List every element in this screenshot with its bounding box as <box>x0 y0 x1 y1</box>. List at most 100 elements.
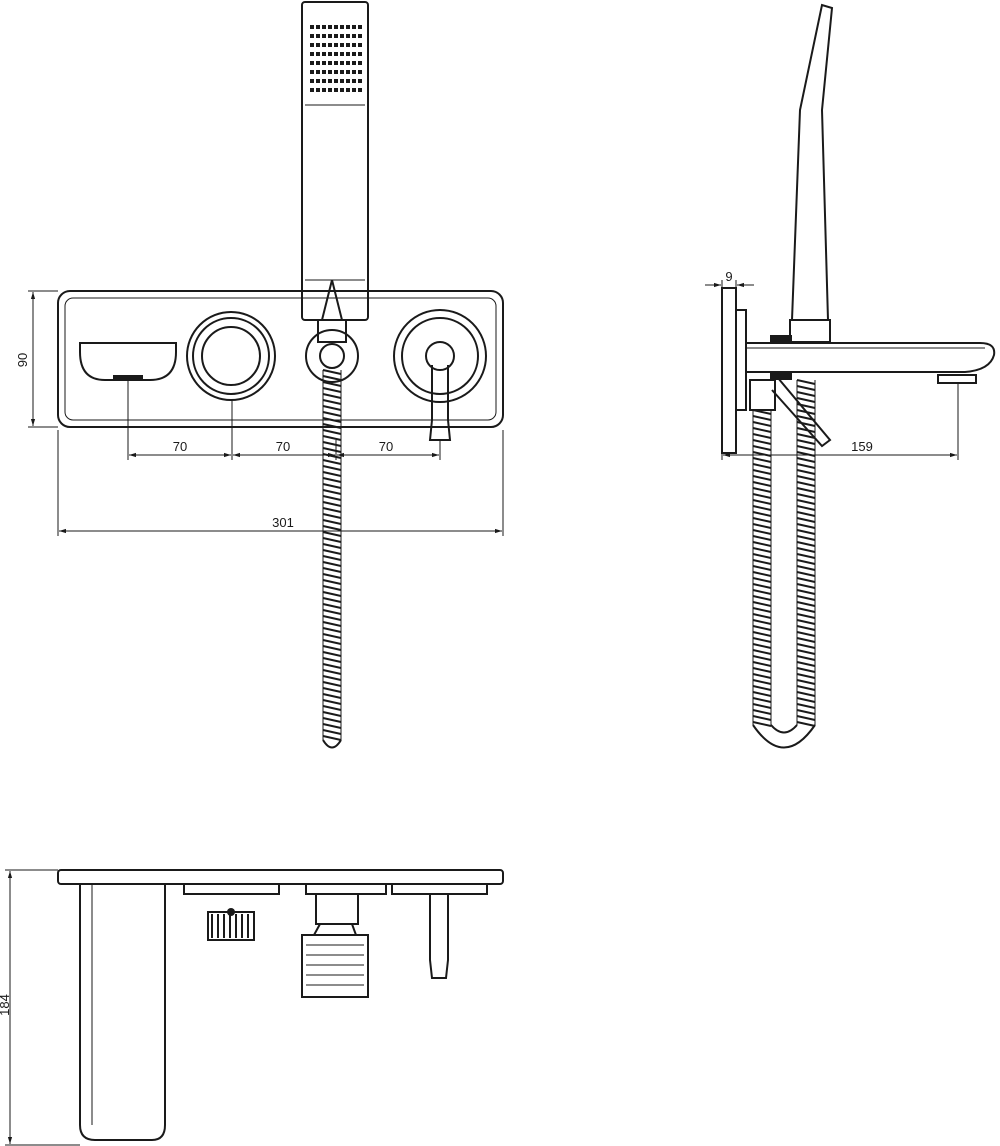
dimension-top-depth: 184 <box>0 869 80 1146</box>
nozzle <box>334 25 338 29</box>
nozzle <box>340 34 344 38</box>
nozzle <box>328 43 332 47</box>
nozzle <box>310 61 314 65</box>
nozzle <box>340 52 344 56</box>
nozzle <box>310 79 314 83</box>
nozzle <box>322 34 326 38</box>
nozzle <box>328 61 332 65</box>
nozzle <box>316 34 320 38</box>
nozzle <box>340 70 344 74</box>
side-wall-plate <box>721 287 737 454</box>
nozzle <box>352 34 356 38</box>
nozzle <box>316 43 320 47</box>
nozzle <box>358 43 362 47</box>
top-hand-shower-head <box>301 934 369 998</box>
nozzle <box>346 34 350 38</box>
nozzle <box>346 25 350 29</box>
shower-hose <box>322 369 342 749</box>
nozzle <box>316 25 320 29</box>
nozzle <box>358 52 362 56</box>
side-view: 9 159 <box>705 3 996 749</box>
nozzle <box>328 34 332 38</box>
spout-outlet <box>79 342 177 381</box>
hand-shower <box>301 1 369 383</box>
nozzle <box>346 70 350 74</box>
nozzle <box>310 52 314 56</box>
nozzle <box>334 61 338 65</box>
nozzle <box>322 61 326 65</box>
dimension-label-70-c: 70 <box>379 439 393 454</box>
side-shower-hose <box>752 379 816 749</box>
nozzle <box>352 25 356 29</box>
nozzle <box>316 70 320 74</box>
nozzle <box>340 43 344 47</box>
nozzle <box>346 61 350 65</box>
nozzle <box>322 52 326 56</box>
nozzle <box>352 70 356 74</box>
nozzle <box>340 88 344 92</box>
side-aerator <box>937 374 977 384</box>
nozzle <box>352 52 356 56</box>
nozzle <box>316 52 320 56</box>
nozzle <box>352 79 356 83</box>
nozzle <box>358 25 362 29</box>
dimension-height: 90 <box>15 290 58 428</box>
nozzle <box>334 79 338 83</box>
top-hand-shower-ribs <box>306 944 364 986</box>
wall-plate <box>57 290 504 428</box>
hose-loop <box>752 724 816 749</box>
nozzle <box>322 79 326 83</box>
nozzle <box>316 79 320 83</box>
nozzle <box>316 88 320 92</box>
side-hand-shower <box>790 3 834 321</box>
top-holder-rosette <box>305 883 387 895</box>
front-view: 90 70 70 70 301 <box>15 1 504 749</box>
nozzle <box>322 43 326 47</box>
nozzle <box>340 61 344 65</box>
dimension-plate-depth: 9 <box>705 269 754 292</box>
nozzle <box>310 34 314 38</box>
nozzle <box>328 52 332 56</box>
nozzle <box>352 43 356 47</box>
hose-coil-right <box>796 379 816 727</box>
nozzle <box>328 70 332 74</box>
dimension-label-159: 159 <box>851 439 873 454</box>
nozzle <box>358 79 362 83</box>
nozzle <box>310 88 314 92</box>
side-body <box>735 309 747 411</box>
nozzle <box>358 70 362 74</box>
top-mixer-lever <box>429 894 449 979</box>
nozzle <box>322 25 326 29</box>
nozzle <box>328 88 332 92</box>
nozzle <box>328 25 332 29</box>
nozzle <box>316 61 320 65</box>
spray-nozzles <box>310 25 362 92</box>
nozzle <box>322 88 326 92</box>
top-mixer-rosette <box>391 883 488 895</box>
nozzle <box>346 52 350 56</box>
nozzle <box>334 34 338 38</box>
nozzle <box>322 70 326 74</box>
nozzle <box>310 25 314 29</box>
nozzle <box>340 25 344 29</box>
dimension-label-90: 90 <box>15 353 30 367</box>
nozzle <box>334 43 338 47</box>
dimension-label-9: 9 <box>725 269 732 284</box>
nozzle <box>352 88 356 92</box>
nozzle <box>358 34 362 38</box>
nozzle <box>334 70 338 74</box>
nozzle <box>328 79 332 83</box>
nozzle <box>346 43 350 47</box>
top-diverter-rosette <box>183 883 280 895</box>
nozzle <box>352 61 356 65</box>
nozzle <box>310 43 314 47</box>
spout-aerator <box>113 375 143 381</box>
nozzle <box>346 88 350 92</box>
top-view: 184 <box>0 869 504 1146</box>
hose-end <box>322 739 342 749</box>
nozzle <box>310 70 314 74</box>
top-spout <box>79 884 166 1141</box>
nozzle <box>358 61 362 65</box>
nozzle <box>334 52 338 56</box>
